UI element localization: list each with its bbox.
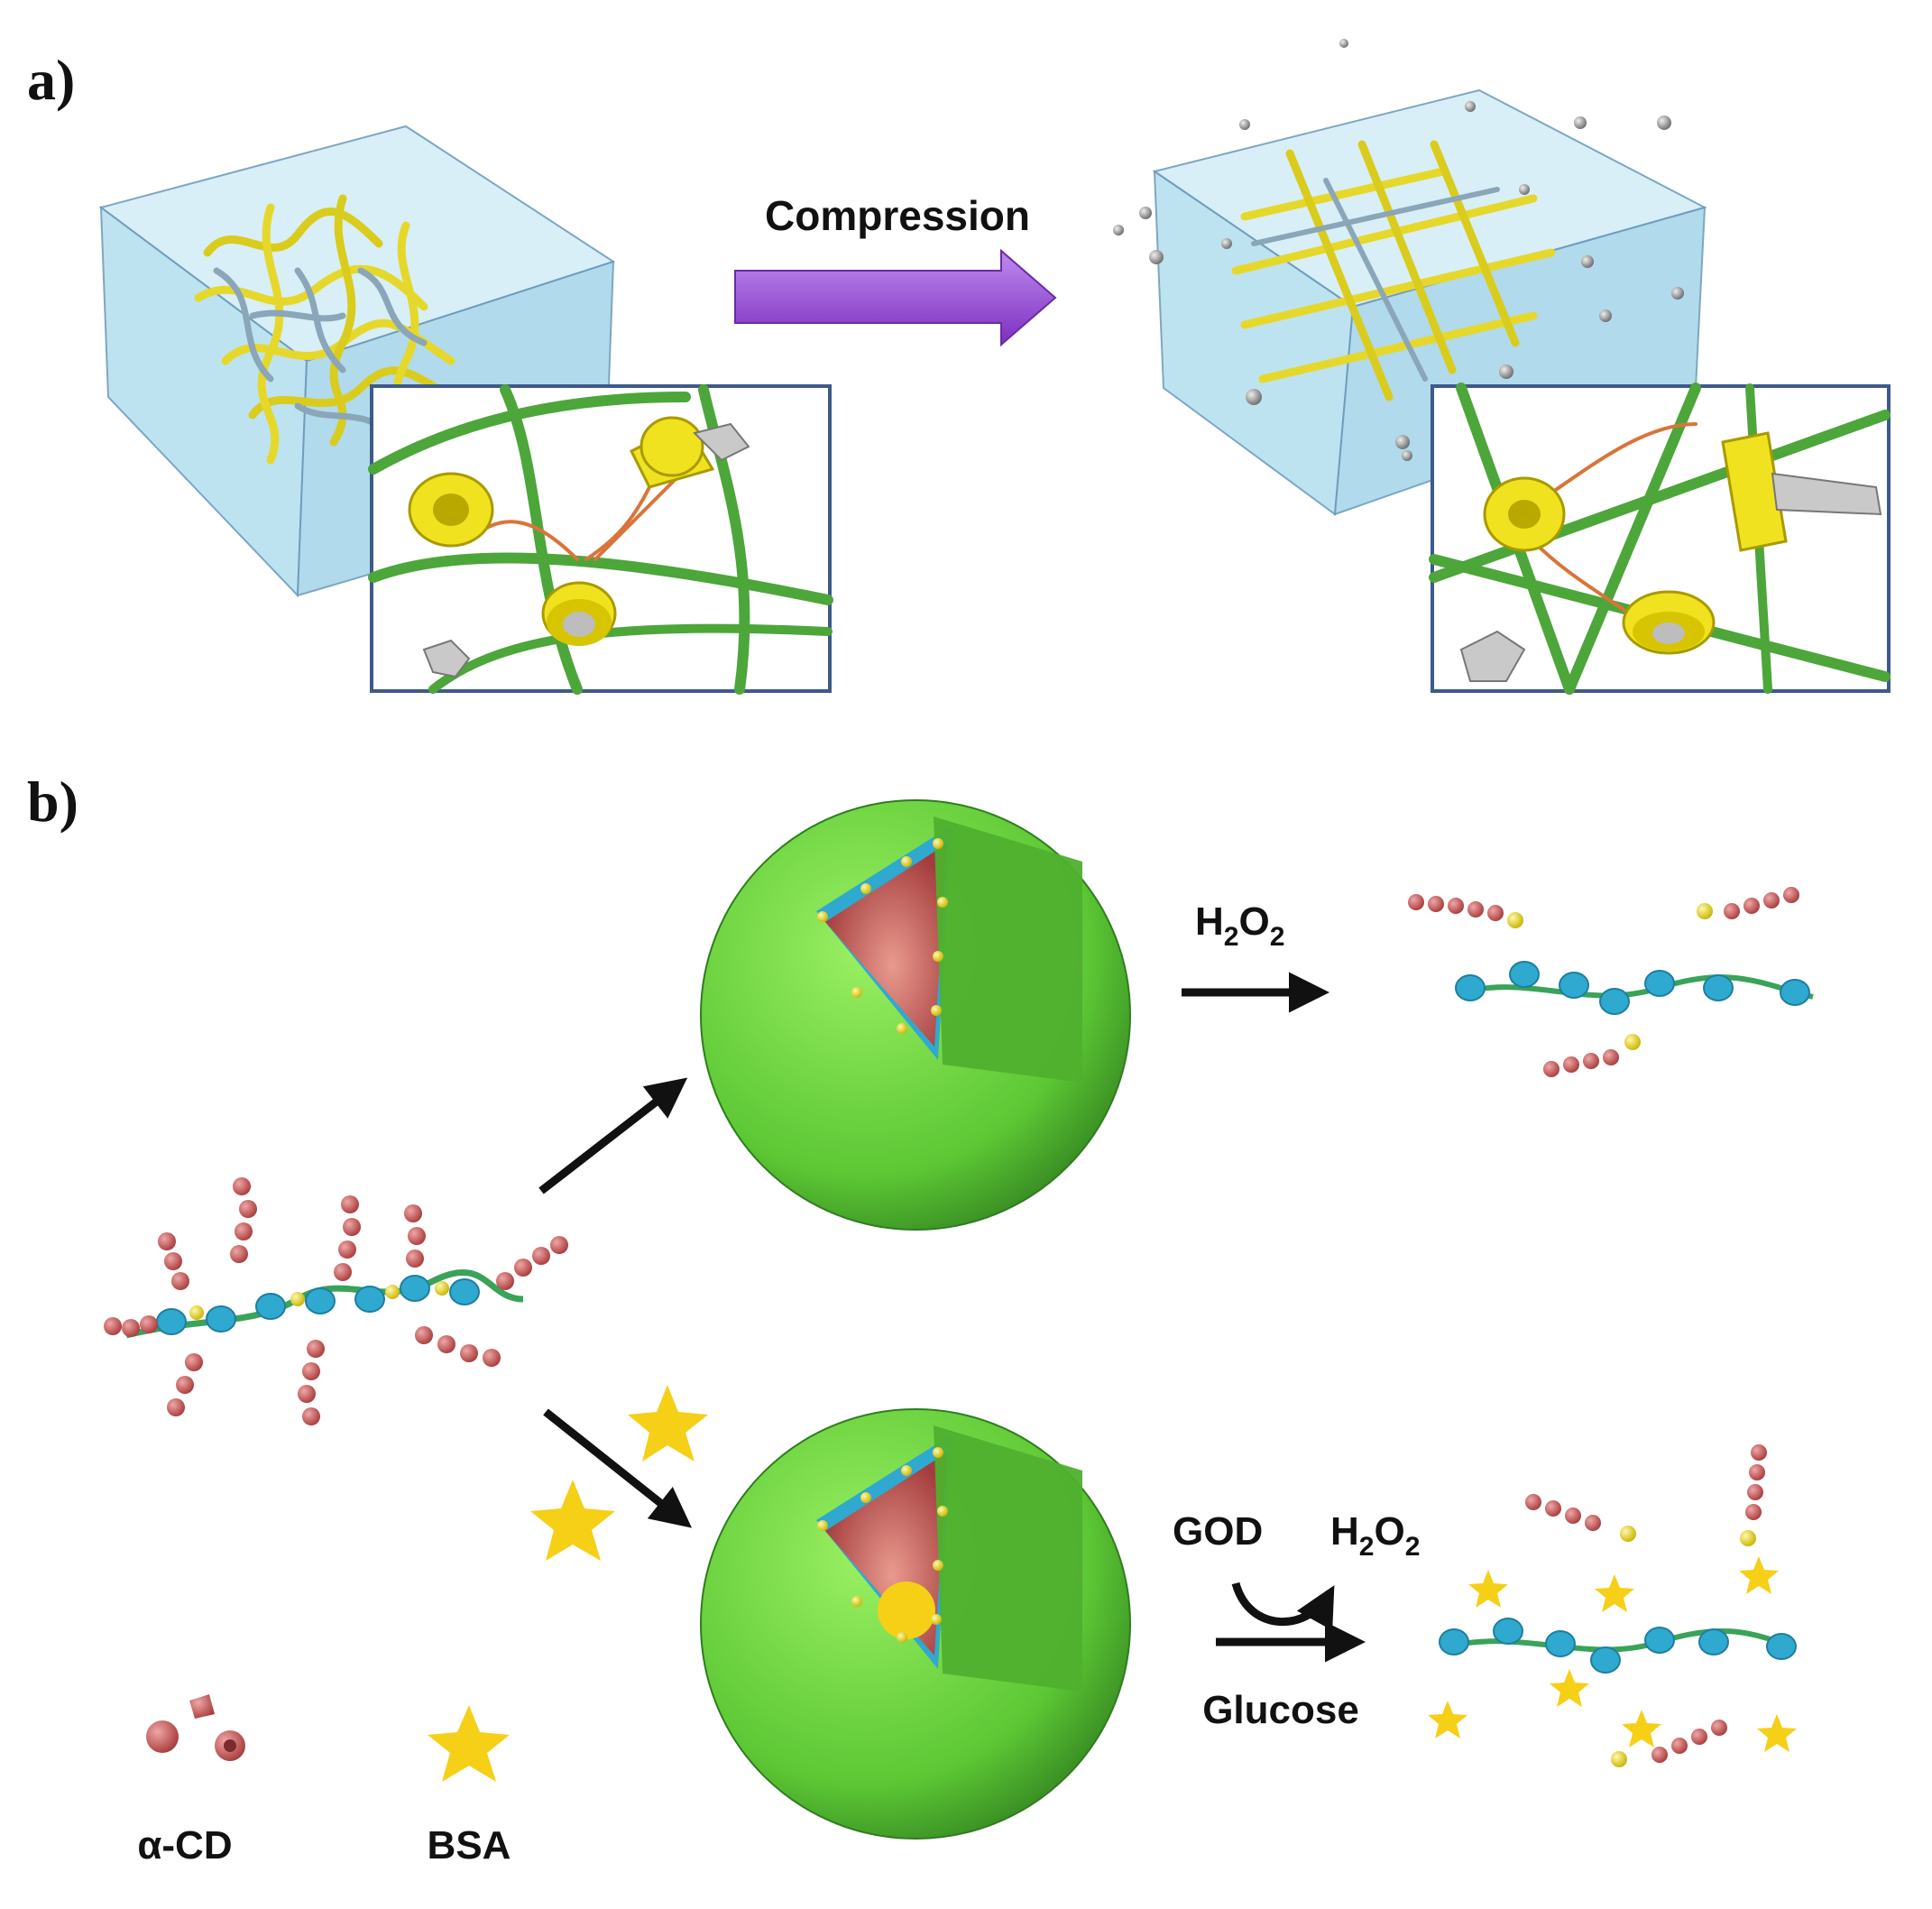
fiber-network-tangled xyxy=(194,194,474,465)
top-h2o2-label: H2O2 xyxy=(1195,899,1284,952)
legend-cd-icon xyxy=(146,1694,245,1761)
curved-reaction-arrow xyxy=(1231,1582,1335,1631)
shell-ligands xyxy=(817,1447,948,1643)
cyclodextrin-ring xyxy=(541,581,617,646)
panel-b-label: b) xyxy=(27,770,78,834)
nanogel-sphere-empty xyxy=(700,799,1131,1231)
inset-right xyxy=(1429,383,1891,695)
guest-molecule xyxy=(1459,630,1526,682)
cyclodextrin-ring xyxy=(1622,590,1716,655)
released-water-droplets xyxy=(1113,39,1684,461)
inset-left xyxy=(368,384,833,695)
released-products-top xyxy=(1408,887,1814,1077)
gel-cube-right xyxy=(1113,39,1707,516)
cyclodextrin-ring xyxy=(408,472,494,548)
nanogel-sphere-loaded xyxy=(700,1408,1131,1840)
god-label: GOD xyxy=(1173,1509,1263,1554)
fiber-network-aligned xyxy=(1231,140,1556,401)
encapsulated-bsa xyxy=(878,1582,935,1639)
legend-bsa-star-icon xyxy=(428,1705,510,1782)
shell-ligands xyxy=(817,838,948,1034)
legend-bsa-label: BSA xyxy=(428,1823,511,1868)
polymer-brush xyxy=(104,1177,568,1425)
cyclodextrin-ring xyxy=(1721,431,1882,552)
arrow-to-bottom-sphere xyxy=(543,1408,693,1528)
arrow-to-top-sphere xyxy=(538,1077,688,1194)
legend-cd-label: α-CD xyxy=(137,1823,232,1868)
guest-molecule xyxy=(422,639,471,678)
panel-a-label: a) xyxy=(27,48,75,112)
compression-arrow xyxy=(734,248,1057,347)
cd-rings-on-backbone xyxy=(156,1275,480,1335)
released-bsa-stars xyxy=(1428,1556,1797,1752)
compression-label: Compression xyxy=(765,192,1030,239)
cyclodextrin-ring xyxy=(629,416,750,489)
released-products-bottom xyxy=(1428,1444,1797,1767)
glucose-label: Glucose xyxy=(1202,1688,1359,1732)
bottom-h2o2-label: H2O2 xyxy=(1330,1509,1420,1562)
cyclodextrin-ring xyxy=(1483,476,1566,552)
bsa-star-free xyxy=(530,1385,708,1561)
peptide-chains xyxy=(104,1177,568,1425)
